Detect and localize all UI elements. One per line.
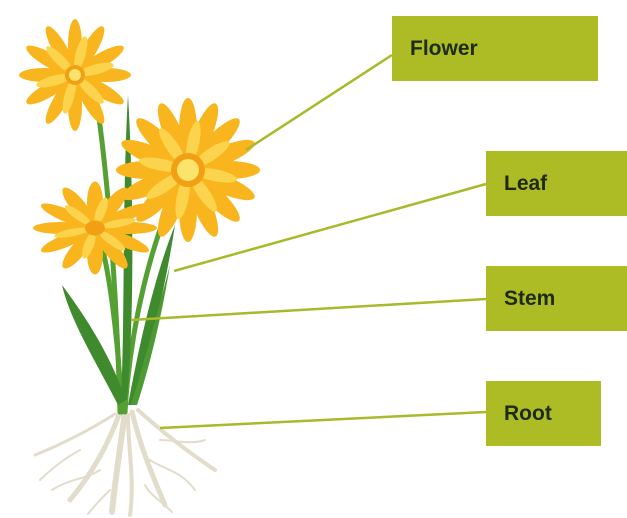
label-stem: Stem [486,266,627,331]
label-root: Root [486,381,601,446]
label-flower: Flower [392,16,598,81]
label-root-text: Root [504,402,552,426]
flower-top-left [19,19,131,131]
leader-line-stem [131,299,486,320]
leader-line-root [160,412,486,428]
label-stem-text: Stem [504,287,555,311]
label-leaf-text: Leaf [504,172,547,196]
leader-line-flower [246,55,392,150]
label-leaf: Leaf [486,151,627,216]
flower-main [116,98,260,242]
label-flower-text: Flower [410,37,478,61]
